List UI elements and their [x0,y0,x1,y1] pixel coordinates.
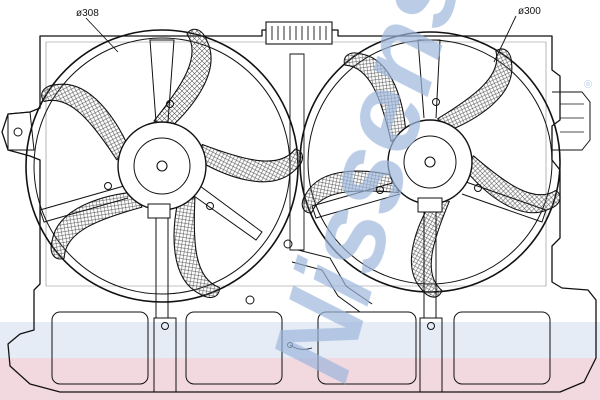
left-fan-bolt [104,182,112,190]
right-mounting-tab [552,91,591,151]
left-mounting-tab [7,111,35,151]
right-fan-motor-connector [417,197,443,213]
left-fan-hub-inner [133,137,191,195]
right-fan-bolt [432,98,440,106]
right-fan-bolt [376,186,384,194]
dimension-callouts: ø308 ø300 [76,6,541,63]
top-connector [265,21,333,45]
left-fan-shaft [156,160,168,172]
shroud-outline [1,29,597,393]
lower-panels [51,311,551,393]
left-fan-motor-connector [147,203,171,219]
left-fan-struts [39,39,263,318]
right-fan [294,31,562,318]
left-fan-bolt [166,100,174,108]
left-fan-diameter-label: ø308 [76,8,99,19]
right-fan-shaft [424,156,436,168]
lower-post [419,317,443,393]
right-fan-struts [311,39,547,318]
left-fan [25,28,308,318]
center-rib [245,53,373,350]
right-fan-bolt [474,184,482,192]
watermark-band [0,322,600,400]
lower-panel [453,311,551,385]
right-diameter-leader [493,15,517,63]
lower-post [153,317,177,393]
lower-panel [185,311,283,385]
left-fan-bolt [206,202,214,210]
watermark-band-blue [0,322,600,358]
lower-panel [51,311,149,385]
watermark-band-pink [0,358,600,400]
lower-panel [317,311,417,385]
watermark-registered: ® [584,79,592,91]
right-fan-hub-inner [403,135,457,189]
left-fan-hub [117,121,207,211]
right-fan-diameter-label: ø300 [518,6,541,17]
left-diameter-leader [85,17,119,53]
